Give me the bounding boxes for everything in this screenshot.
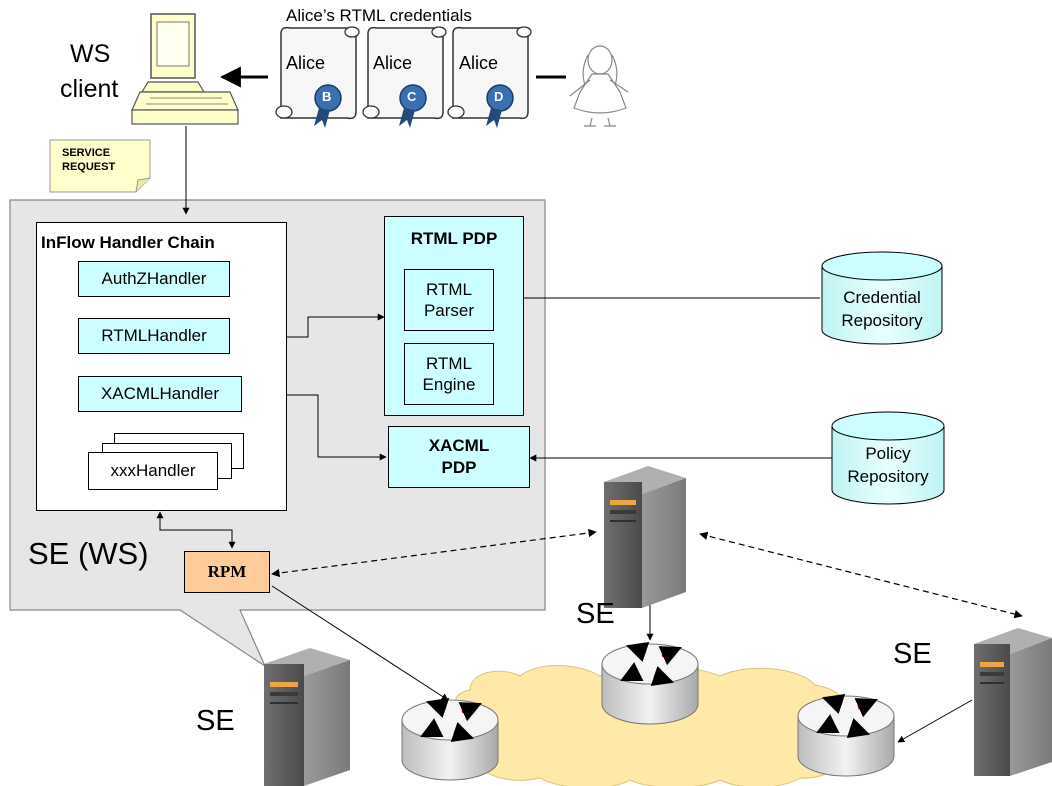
rtml-parser-line1: RTML	[426, 280, 472, 299]
server-icon-left	[264, 648, 350, 786]
credential-name-b: Alice	[286, 53, 326, 73]
policy-repository-line1: Policy	[865, 444, 911, 463]
credential-repository-line1: Credential	[843, 288, 921, 307]
policy-repository-line2: Repository	[847, 467, 929, 486]
policy-repository-label: Policy Repository	[832, 442, 944, 488]
router-icon-middle	[601, 642, 699, 725]
service-request-line2: REQUEST	[62, 161, 116, 173]
rpm-chain-link	[156, 511, 236, 549]
service-request-note	[49, 139, 151, 193]
credential-name-c: Alice	[373, 53, 413, 73]
se-label-left: SE	[196, 705, 235, 737]
authz-handler: AuthZHandler	[78, 261, 230, 297]
issuer-seal-c: C	[407, 89, 417, 104]
rtml-parser: RTML Parser	[404, 269, 494, 331]
router-icon-left	[401, 698, 499, 781]
credentials-title: Alice’s RTML credentials	[286, 6, 472, 25]
rpm-box: RPM	[184, 551, 270, 593]
rtml-engine-line1: RTML	[426, 354, 472, 373]
credential-name-d: Alice	[459, 53, 499, 73]
server-icon-top	[604, 466, 686, 608]
service-request-line1: SERVICE	[62, 147, 111, 159]
issuer-seal-b: B	[322, 89, 332, 104]
xxx-handler: xxxHandler	[88, 452, 218, 490]
rtml-pdp-title: RTML PDP	[410, 229, 498, 248]
server-icon-right	[974, 628, 1052, 776]
credential-scroll-d	[447, 26, 532, 128]
credential-repository-line2: Repository	[841, 311, 923, 330]
rpm-router-arrow	[271, 585, 449, 701]
computer-icon	[131, 13, 239, 125]
issuer-seal-d: D	[494, 89, 504, 104]
xacml-pdp: XACML PDP	[388, 426, 530, 488]
se-label-top: SE	[576, 598, 615, 630]
alice-figure	[569, 45, 629, 127]
ws-client-label-line2: client	[60, 75, 119, 103]
se-right-router-arrow	[897, 699, 973, 743]
rpm-se-dashed-link	[271, 528, 597, 578]
credential-scroll-c	[362, 26, 447, 128]
se-ws-label: SE (WS)	[28, 536, 149, 571]
credential-repository-cylinder	[821, 251, 943, 345]
credential-repository-label: Credential Repository	[822, 286, 942, 332]
rtml-engine-line2: Engine	[422, 375, 476, 394]
chain-title: InFlow Handler Chain	[41, 233, 215, 252]
xacml-pdp-line2: PDP	[441, 458, 477, 477]
router-icon-right	[797, 694, 895, 777]
xacml-handler: XACMLHandler	[78, 376, 242, 412]
policy-repository-cylinder	[831, 411, 945, 505]
se-se-dashed-link	[699, 531, 1023, 619]
xacml-pdp-line1: XACML	[428, 436, 490, 455]
se-label-right: SE	[893, 638, 932, 670]
rtml-parser-line2: Parser	[423, 301, 475, 320]
credential-scroll-b	[275, 26, 360, 128]
rtml-handler: RTMLHandler	[78, 318, 230, 354]
ws-client-label-line1: WS	[70, 40, 111, 68]
rtml-engine: RTML Engine	[404, 343, 494, 405]
